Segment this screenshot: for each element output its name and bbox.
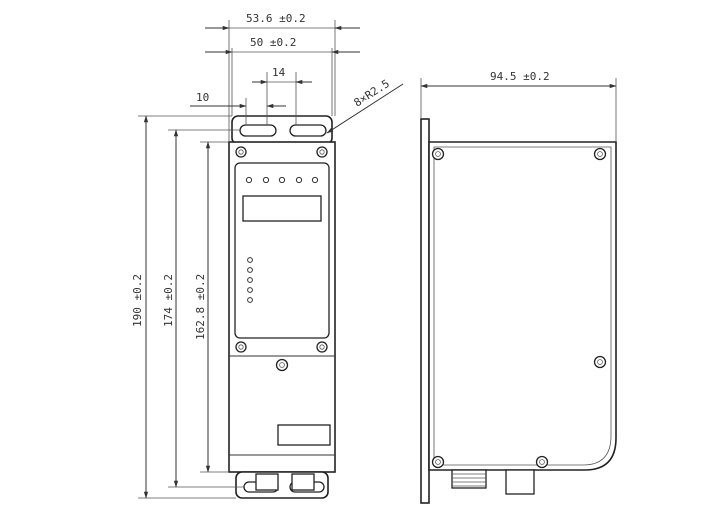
side-screw-mr-icon [593,355,607,369]
dim-slot-spacing: 14 [272,66,286,79]
dim-width-outer: 53.6 ±0.2 [246,12,306,25]
side-screw-bl-icon [431,455,445,469]
mounting-slot-right [289,124,327,137]
dim-slot-offset: 10 [196,91,209,104]
mounting-slot-left [239,124,277,137]
side-body [428,141,617,471]
dim-height-overall: 190 ±0.2 [131,274,144,327]
dim-width-inner: 50 ±0.2 [250,36,296,49]
front-view [228,115,336,499]
screw-top-right-icon [316,146,328,158]
label-plate [277,424,331,446]
screw-top-left-icon [235,146,247,158]
dim-height-body: 162.8 ±0.2 [194,274,207,340]
display-window [242,195,322,222]
screw-mid-right-icon [316,341,328,353]
side-screw-tr-icon [593,147,607,161]
led-row [245,176,319,184]
dimension-lines [138,20,617,499]
side-screw-tl-icon [431,147,445,161]
front-panel [234,162,330,339]
led-column [247,257,253,303]
side-connector-threaded [451,469,487,489]
side-mounting-plate [420,118,430,504]
connector-right [291,473,315,491]
side-view [420,118,617,504]
screw-mid-left-icon [235,341,247,353]
screw-center-icon [275,358,289,372]
side-screw-bm-icon [535,455,549,469]
connector-left [255,473,279,491]
dim-height-mount: 174 ±0.2 [162,274,175,327]
dim-depth: 94.5 ±0.2 [490,70,550,83]
side-connector-plug [505,469,535,495]
